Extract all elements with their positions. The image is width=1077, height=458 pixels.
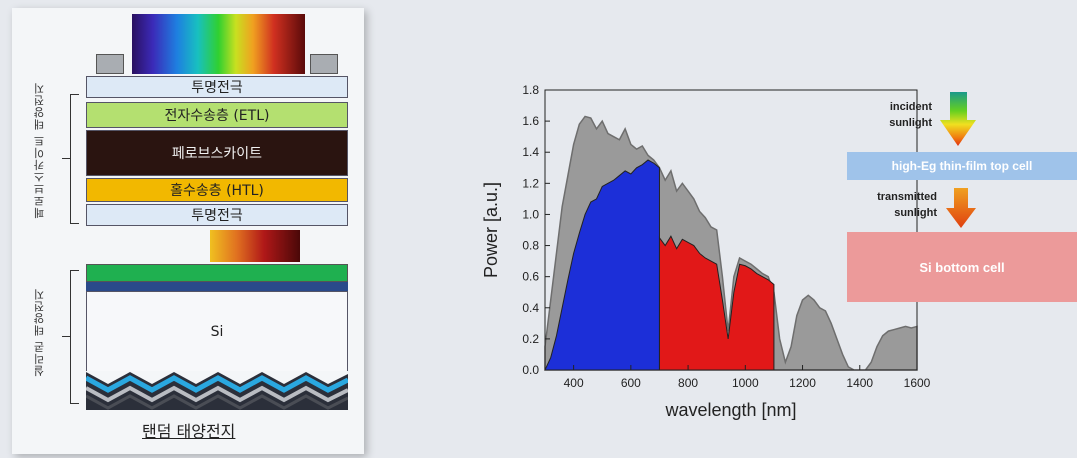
x-tick-label: 1200 — [789, 376, 816, 390]
x-tick-label: 1600 — [904, 376, 931, 390]
y-tick-label: 1.4 — [522, 145, 539, 159]
silicon-cell-bracket — [70, 270, 79, 404]
bottom-cell-label: Si bottom cell — [919, 260, 1004, 275]
silicon-green-layer — [86, 264, 348, 282]
y-tick-label: 1.2 — [522, 176, 539, 190]
y-tick-label: 0.4 — [522, 301, 539, 315]
y-tick-label: 0.8 — [522, 239, 539, 253]
y-tick-label: 0.2 — [522, 332, 539, 346]
incident-sunlight-arrow-icon — [940, 92, 976, 146]
etl-label: 전자수송층 (ETL) — [164, 108, 270, 124]
spectrum-chart: 400 600 800 1000 1200 1400 1600 0.0 0.2 0.4 0.6 0.8… — [481, 83, 1077, 420]
htl-label: 홀수송층 (HTL) — [170, 183, 264, 199]
perovskite-cell-vertical-label: 페로브스카이트 태양전지 — [33, 82, 46, 219]
silicon-cell-bracket-tick — [62, 336, 70, 337]
y-tick-label: 0.6 — [522, 270, 539, 284]
perovskite-cell-bracket-tick — [62, 158, 70, 159]
x-tick-label: 1000 — [732, 376, 759, 390]
series-area-2 — [658, 235, 775, 371]
bottom-cell-box — [847, 232, 1077, 302]
bottom-transparent-electrode-label: 투명전극 — [191, 208, 243, 224]
top-transparent-electrode-label: 투명전극 — [191, 80, 243, 96]
top-cell-label: high-Eg thin-film top cell — [892, 159, 1033, 173]
silicon-blue-layer — [86, 282, 348, 291]
transmitted-spectrum-bar — [210, 230, 300, 262]
bottom-transparent-electrode-layer: 투명전극 — [86, 204, 348, 226]
series-area-1 — [544, 159, 660, 371]
top-contact-left — [96, 54, 124, 74]
tandem-cell-diagram: 투명전극 전자수송층 (ETL) 페로브스카이트 홀수송층 (HTL) 투명전극… — [12, 8, 364, 454]
y-axis-label: Power [a.u.] — [481, 182, 501, 278]
textured-back-layers — [86, 372, 348, 410]
transmitted-sunlight-arrow-icon — [946, 188, 976, 228]
top-contact-right — [310, 54, 338, 74]
spectrum-bar — [132, 14, 305, 74]
etl-layer: 전자수송층 (ETL) — [86, 102, 348, 128]
diagram-caption: 탠덤 태양전지 — [142, 422, 236, 441]
top-cell-box — [847, 152, 1077, 180]
si-label: Si — [210, 323, 224, 340]
plot-frame — [544, 89, 918, 371]
perovskite-label: 페로브스카이트 — [171, 146, 263, 162]
y-tick-label: 1.8 — [522, 83, 539, 97]
x-axis-label: wavelength [nm] — [664, 400, 796, 420]
x-tick-label: 800 — [678, 376, 698, 390]
silicon-wafer: Si — [86, 291, 348, 371]
silicon-cell-vertical-label: 실리콘 태양전지 — [33, 288, 46, 377]
x-tick-label: 400 — [564, 376, 584, 390]
y-tick-label: 1.0 — [522, 207, 539, 221]
x-tick-label: 1400 — [846, 376, 873, 390]
y-tick-label: 1.6 — [522, 114, 539, 128]
perovskite-layer: 페로브스카이트 — [86, 130, 348, 176]
htl-layer: 홀수송층 (HTL) — [86, 178, 348, 202]
x-tick-label: 600 — [621, 376, 641, 390]
perovskite-cell-bracket — [70, 94, 79, 224]
y-tick-label: 0.0 — [522, 363, 539, 377]
top-transparent-electrode-layer: 투명전극 — [86, 76, 348, 98]
